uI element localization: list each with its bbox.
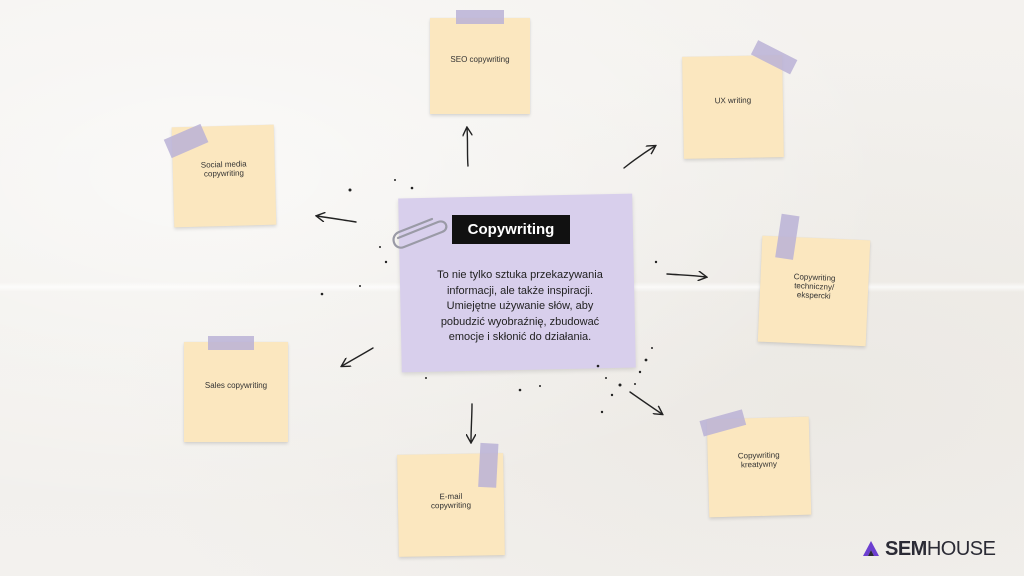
arrow-icon xyxy=(623,146,655,169)
ink-specks xyxy=(320,179,658,414)
center-title: Copywriting xyxy=(452,215,570,244)
logo-bold: SEM xyxy=(885,537,927,560)
paperclip-icon xyxy=(392,217,448,249)
note-label: SEO copywriting xyxy=(450,54,510,64)
arrow-icon xyxy=(317,216,357,223)
note-seo-copywriting: SEO copywriting xyxy=(430,10,530,114)
arrow-icon xyxy=(467,128,468,167)
tape xyxy=(456,10,504,24)
arrow-icon xyxy=(471,403,472,442)
note-label: Sales copywriting xyxy=(204,380,268,390)
arrow-icon xyxy=(666,274,706,277)
note-sales-copywriting: Sales copywriting xyxy=(184,336,288,442)
arrow-icon xyxy=(342,347,374,366)
arrow-icon xyxy=(629,391,662,414)
semhouse-logo-icon xyxy=(863,541,879,556)
tape xyxy=(208,336,254,350)
center-description: To nie tylko sztuka przekazywania inform… xyxy=(437,269,603,343)
logo-regular: HOUSE xyxy=(926,537,996,560)
center-title-text: Copywriting xyxy=(467,221,555,238)
logo-text: SEMHOUSE xyxy=(885,537,996,561)
semhouse-logo: SEMHOUSE xyxy=(862,536,996,562)
